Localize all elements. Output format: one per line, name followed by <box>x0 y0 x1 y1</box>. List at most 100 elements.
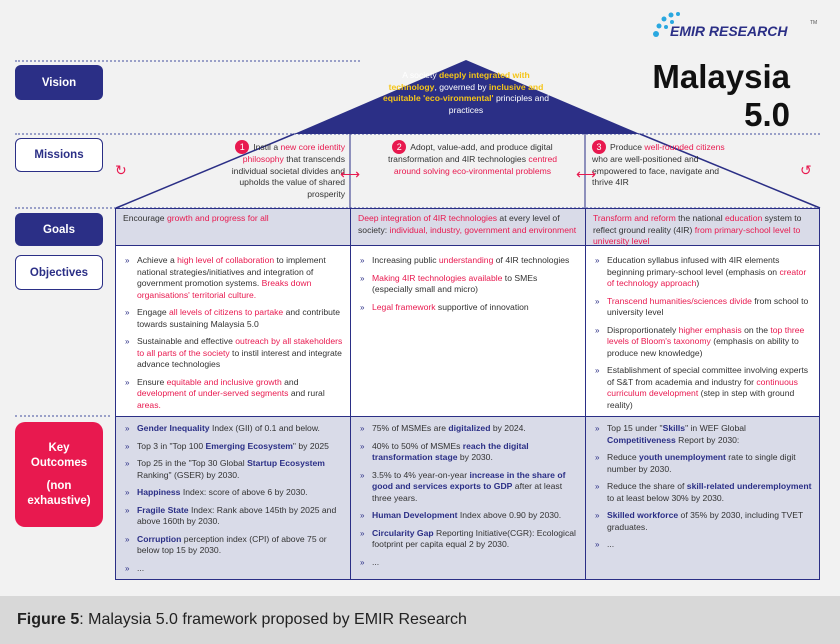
key-outcomes-line: exhaustive) <box>27 494 91 507</box>
list-item: Corruption perception index (CPI) of abo… <box>123 534 343 557</box>
text-segment: by 2024. <box>490 423 526 433</box>
highlighted-text: Skilled workforce <box>607 510 679 520</box>
list-item: Increasing public understanding of 4IR t… <box>358 255 578 267</box>
text-segment: 3.5% to 4% year-on-year <box>372 469 470 480</box>
title-line-2: 5.0 <box>744 96 790 133</box>
text-segment: and <box>281 376 299 387</box>
text-segment: to at least below 30% by 2030. <box>607 492 725 503</box>
highlighted-text: Competitiveness <box>607 434 676 445</box>
bullet-list: Gender Inequality Index (GII) of 0.1 and… <box>123 423 343 574</box>
text-segment: who are well-positioned and empowered to… <box>592 154 720 187</box>
highlighted-text: individual, industry, government and env… <box>389 224 577 235</box>
text-segment: and rural <box>288 388 325 398</box>
list-item: Reduce the share of skill-related undere… <box>593 481 813 504</box>
text-segment: Sustainable and effective <box>137 336 236 346</box>
text-segment: , governed by <box>434 81 489 92</box>
list-item: Top 3 in "Top 100 Emerging Ecosystem" by… <box>123 441 343 453</box>
goal-3: Transform and reform the national educat… <box>587 208 819 253</box>
bullet-list: Increasing public understanding of 4IR t… <box>358 255 578 313</box>
text-segment: Report by 2030: <box>675 434 740 445</box>
list-item: Human Development Index above 0.90 by 20… <box>358 510 578 522</box>
highlighted-text: Making 4IR technologies available <box>372 272 503 283</box>
highlighted-text: development of under-served segments <box>137 388 289 398</box>
text-segment: and contribute towards sustaining Malays… <box>137 307 341 329</box>
list-item: Ensure equitable and inclusive growth an… <box>123 377 343 412</box>
list-item: Making 4IR technologies available to SME… <box>358 273 578 296</box>
highlighted-text: understanding <box>438 255 494 265</box>
list-item: Transcend humanities/sciences divide fro… <box>593 296 813 319</box>
text-segment: Top 15 under " <box>607 423 663 433</box>
text-segment: ... <box>607 539 615 549</box>
highlighted-text: Fragile State <box>137 504 189 515</box>
text-segment: Engage <box>137 307 170 317</box>
caption-text: : Malaysia 5.0 framework proposed by EMI… <box>79 611 467 628</box>
text-segment: at every level of society: <box>358 213 560 235</box>
logo-trademark: TM <box>810 20 818 26</box>
vision-text: A society deeply integrated with technol… <box>380 70 552 116</box>
text-segment: Produce <box>610 142 645 152</box>
text-segment: Index (GII) of 0.1 and below. <box>209 423 320 433</box>
figure-caption: Figure 5: Malaysia 5.0 framework propose… <box>0 596 840 644</box>
list-item: Achieve a high level of collaboration to… <box>123 255 343 301</box>
text-segment: supportive of innovation <box>435 301 529 312</box>
highlighted-text: Circularity Gap <box>372 527 434 538</box>
highlighted-text: Transform and reform <box>593 213 676 223</box>
text-segment: Increasing public <box>372 255 439 265</box>
text-segment: " in WEF Global <box>685 423 746 433</box>
double-arrow-icon: ⟷ <box>340 166 361 182</box>
highlighted-text: Skills <box>662 423 686 433</box>
list-item: Happiness Index: score of above 6 by 203… <box>123 487 343 499</box>
text-segment: Education syllabus infused with 4IR elem… <box>607 255 780 277</box>
text-segment: from school to university level <box>607 295 809 318</box>
highlighted-text: areas. <box>137 399 161 410</box>
mission-number-badge: 2 <box>392 140 407 154</box>
highlighted-text: Corruption <box>137 533 182 544</box>
list-item: 40% to 50% of MSMEs reach the digital tr… <box>358 441 578 464</box>
text-segment: by 2030. <box>457 452 493 462</box>
text-segment: Encourage <box>123 213 167 223</box>
list-item: Circularity Gap Reporting Initiative(CGR… <box>358 528 578 551</box>
missions-label: Missions <box>15 138 103 172</box>
list-item: ... <box>593 539 813 551</box>
column-divider <box>350 209 351 579</box>
text-segment: Reporting Initiative(CGR): Ecological fo… <box>372 527 576 550</box>
text-segment: to SMEs (especially small and micro) <box>372 272 538 295</box>
text-segment: to instil interest and integrate advance… <box>137 347 342 370</box>
divider <box>15 415 110 417</box>
list-item: Top 25 in the "Top 30 Global Startup Eco… <box>123 458 343 481</box>
text-segment: Index: Rank above 145th by 2025 and abov… <box>137 504 337 527</box>
divider <box>15 60 360 62</box>
list-item: Legal framework supportive of innovation <box>358 302 578 314</box>
text-segment: Disproportionately <box>607 324 679 335</box>
key-outcomes-line: Outcomes <box>30 456 88 469</box>
highlighted-text: creator of technology approach <box>607 266 807 289</box>
text-segment: 75% of MSMEs are <box>372 423 449 433</box>
page-title: Malaysia 5.0 <box>640 58 790 134</box>
goals-row <box>116 209 819 246</box>
list-item: 3.5% to 4% year-on-year increase in the … <box>358 470 578 505</box>
roof-left-edge <box>115 133 295 209</box>
list-item: Education syllabus infused with 4IR elem… <box>593 255 813 290</box>
text-segment: 40% to 50% of MSMEs <box>372 440 463 451</box>
key-outcomes-line: Key <box>48 441 70 454</box>
text-segment: Establishment of special committee invol… <box>607 365 809 387</box>
highlighted-text: deeply integrated with technology <box>388 70 530 92</box>
house-roof <box>115 60 821 209</box>
text-segment: on the <box>741 324 771 335</box>
list-item: Reduce youth unemployment rate to single… <box>593 452 813 475</box>
highlighted-text: Startup Ecosystem <box>247 458 325 468</box>
objectives-col-1: Achieve a high level of collaboration to… <box>117 250 349 422</box>
highlighted-text: outreach by all stakeholders to all part… <box>137 336 343 358</box>
highlighted-text: inclusive and equitable 'eco-vironmental… <box>383 81 544 104</box>
text-segment: after at least three years. <box>372 481 563 503</box>
vision-roof <box>294 60 640 134</box>
text-segment: Reduce the share of <box>607 481 687 491</box>
cycle-arrow-icon: ↺ <box>800 162 812 178</box>
text-segment: (step in step with ground reality) <box>607 388 795 410</box>
bullet-list: Achieve a high level of collaboration to… <box>123 255 343 411</box>
mission-number-badge: 3 <box>592 140 606 154</box>
outcomes-col-1: Gender Inequality Index (GII) of 0.1 and… <box>117 418 349 585</box>
objectives-label: Objectives <box>15 255 103 290</box>
text-segment: the national <box>675 213 725 223</box>
